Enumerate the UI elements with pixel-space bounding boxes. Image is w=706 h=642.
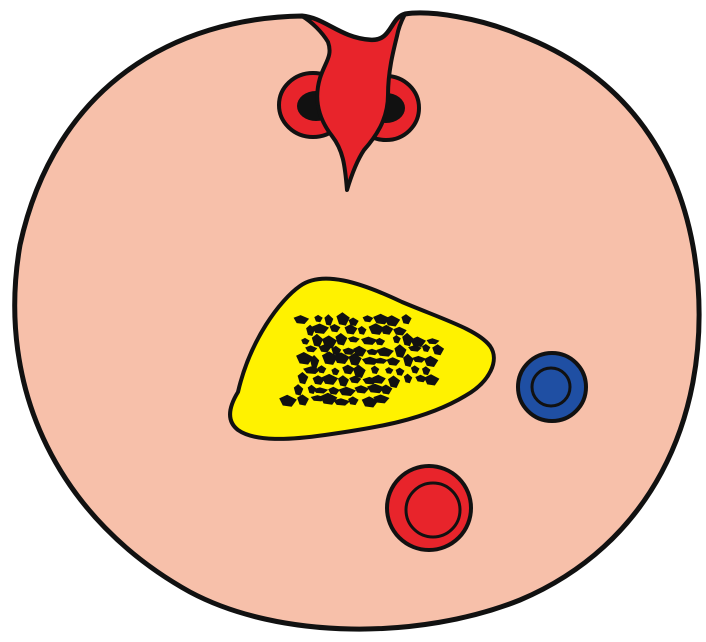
red-vessel-lumen xyxy=(406,483,460,537)
blue-vessel xyxy=(518,353,586,421)
red-vessel xyxy=(387,466,471,550)
blue-vessel-lumen xyxy=(532,368,570,406)
